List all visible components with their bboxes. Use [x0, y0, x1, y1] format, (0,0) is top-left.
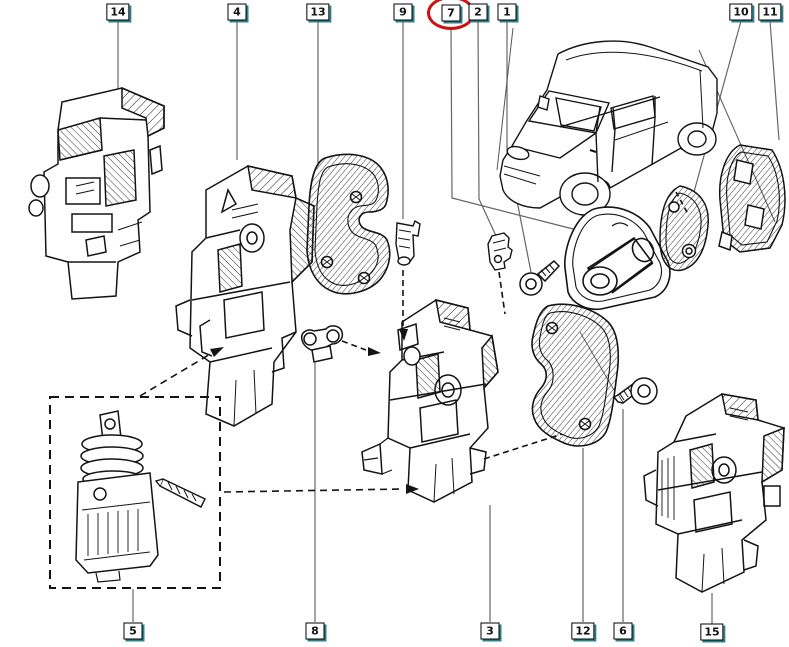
leader-lines — [117, 20, 780, 624]
part-7-handle-lock-housing — [564, 206, 671, 311]
part-15-door-lock-mechanism — [643, 393, 785, 593]
van-illustration — [499, 40, 718, 216]
part-callout-4[interactable]: 4 — [227, 3, 247, 21]
part-callout-10[interactable]: 10 — [729, 3, 753, 21]
part-callout-12[interactable]: 12 — [571, 622, 595, 640]
part-13-gasket — [306, 153, 391, 295]
part-11-gasket-panel — [718, 144, 786, 253]
part-callout-7[interactable]: 7 — [441, 4, 461, 22]
part-5-actuator-group — [49, 396, 221, 589]
part-callout-1[interactable]: 1 — [497, 3, 517, 21]
part-3-door-lock-mechanism — [361, 298, 499, 503]
part-9-clip — [395, 219, 421, 266]
part-callout-13[interactable]: 13 — [306, 3, 330, 21]
part-callout-6[interactable]: 6 — [613, 622, 633, 640]
part-callout-14[interactable]: 14 — [106, 3, 130, 21]
part-8-roller-lever — [300, 325, 344, 363]
part-2-clip — [487, 232, 513, 271]
part-1-screw — [519, 259, 561, 296]
part-callout-9[interactable]: 9 — [393, 3, 413, 21]
assembly-dashed-lines — [139, 191, 689, 493]
part-12-gasket — [531, 303, 620, 447]
part-callout-3[interactable]: 3 — [480, 622, 500, 640]
part-5-lock-actuator — [75, 410, 159, 583]
part-6-screw — [612, 377, 658, 405]
part-5-pin — [154, 478, 206, 508]
part-callout-5[interactable]: 5 — [123, 622, 143, 640]
arrowheads — [210, 329, 419, 494]
part-10-gasket — [659, 185, 709, 272]
part-callout-15[interactable]: 15 — [700, 623, 724, 641]
part-callout-8[interactable]: 8 — [305, 622, 325, 640]
part-14-door-lock-module — [28, 86, 165, 300]
part-callout-11[interactable]: 11 — [758, 3, 782, 21]
part-callout-2[interactable]: 2 — [468, 3, 488, 21]
